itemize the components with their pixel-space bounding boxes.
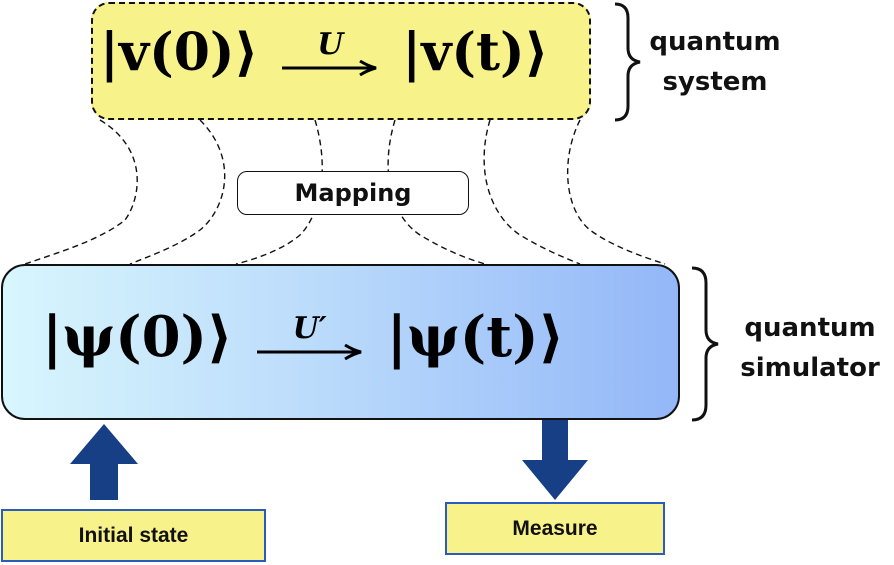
quantum-simulator-box xyxy=(1,264,680,420)
quantum-simulator-label-line1: quantum xyxy=(744,313,876,343)
connector-line xyxy=(387,119,486,265)
quantum-simulator-label-line2: simulator xyxy=(740,353,880,383)
simulator-brace xyxy=(691,266,719,422)
quantum-simulator-label: quantum simulator xyxy=(730,308,890,388)
mapping-label: Mapping xyxy=(237,171,469,215)
right-arrow-icon xyxy=(282,59,377,76)
simulator-evolution-equation: |ψ(0)⟩ U′ |ψ(t)⟩ xyxy=(42,304,564,370)
connector-line xyxy=(235,119,323,265)
connector-line xyxy=(24,119,138,265)
system-final-ket: |v(t)⟩ xyxy=(402,22,549,83)
connector-line xyxy=(566,119,666,265)
system-brace xyxy=(614,2,641,122)
quantum-system-box xyxy=(91,2,591,120)
system-initial-ket: |v(0)⟩ xyxy=(100,22,259,83)
system-operator: U xyxy=(317,26,344,62)
right-arrow-icon xyxy=(256,344,362,360)
initial-state-arrow xyxy=(70,424,138,500)
simulator-final-ket: |ψ(t)⟩ xyxy=(386,304,565,370)
simulator-evolution-arrow: U′ xyxy=(255,314,365,360)
quantum-system-label: quantum system xyxy=(640,22,790,102)
quantum-system-label-line2: system xyxy=(662,67,768,97)
system-evolution-equation: |v(0)⟩ U |v(t)⟩ xyxy=(100,22,548,83)
simulator-operator: U′ xyxy=(292,311,327,346)
measure-label: Measure xyxy=(445,502,665,555)
measure-arrow xyxy=(522,416,588,500)
quantum-system-label-line1: quantum xyxy=(649,27,781,57)
connector-line xyxy=(483,119,581,265)
initial-state-label: Initial state xyxy=(1,509,266,562)
connector-line xyxy=(129,119,226,265)
system-evolution-arrow: U xyxy=(280,26,380,76)
simulator-initial-ket: |ψ(0)⟩ xyxy=(42,304,233,370)
